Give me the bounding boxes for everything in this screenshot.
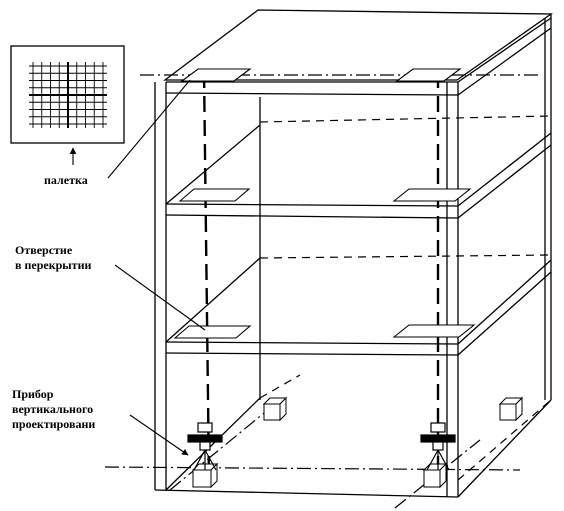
- base-front: [154, 489, 459, 498]
- reference-cubes: [191, 396, 524, 489]
- label-slab-opening-line-1: Отверстие: [15, 243, 73, 257]
- instrument-left: [187, 422, 223, 471]
- opening-left-2: [178, 188, 251, 202]
- label-slab-opening-line-2: в перекрытии: [15, 258, 92, 272]
- base-right: [457, 399, 552, 498]
- palette-inset: [10, 45, 125, 144]
- opening-left-3: [173, 325, 252, 339]
- label-projection-device-line-3: проектировани: [12, 417, 96, 431]
- opening-right-3: [392, 324, 476, 338]
- cube-back-right: [498, 396, 524, 422]
- label-projection-device: Прибор вертикального проектировани: [12, 387, 95, 432]
- cube-front-right: [422, 462, 448, 489]
- label-palette: палетка: [44, 173, 88, 187]
- label-projection-device-line-2: вертикального: [12, 402, 94, 416]
- opening-right-2: [392, 188, 472, 202]
- hidden-edges: [259, 115, 552, 481]
- opening-leader: [114, 264, 206, 331]
- axis-bottom: [104, 466, 521, 471]
- leader-lines: [69, 79, 206, 456]
- label-projection-device-line-1: Прибор: [12, 387, 54, 401]
- base-left: [165, 397, 261, 491]
- opening-right-1: [395, 68, 462, 82]
- palette-leader: [107, 79, 191, 179]
- building-outline: [154, 9, 554, 498]
- palette-grid: [29, 62, 107, 128]
- cube-back-left: [262, 396, 288, 422]
- floor-slab-2: [165, 124, 552, 219]
- slab-openings: [173, 68, 476, 339]
- label-slab-opening: Отверстие в перекрытии: [15, 243, 91, 273]
- plumb-line-left: [202, 71, 211, 481]
- projection-lines: [202, 71, 440, 481]
- cube-front-left: [191, 462, 219, 489]
- floor-slab-1: [165, 17, 552, 96]
- floor-slab-3: [165, 257, 552, 356]
- device-arrow: [129, 414, 189, 456]
- opening-left-1: [180, 68, 252, 82]
- instrument-right: [420, 422, 456, 471]
